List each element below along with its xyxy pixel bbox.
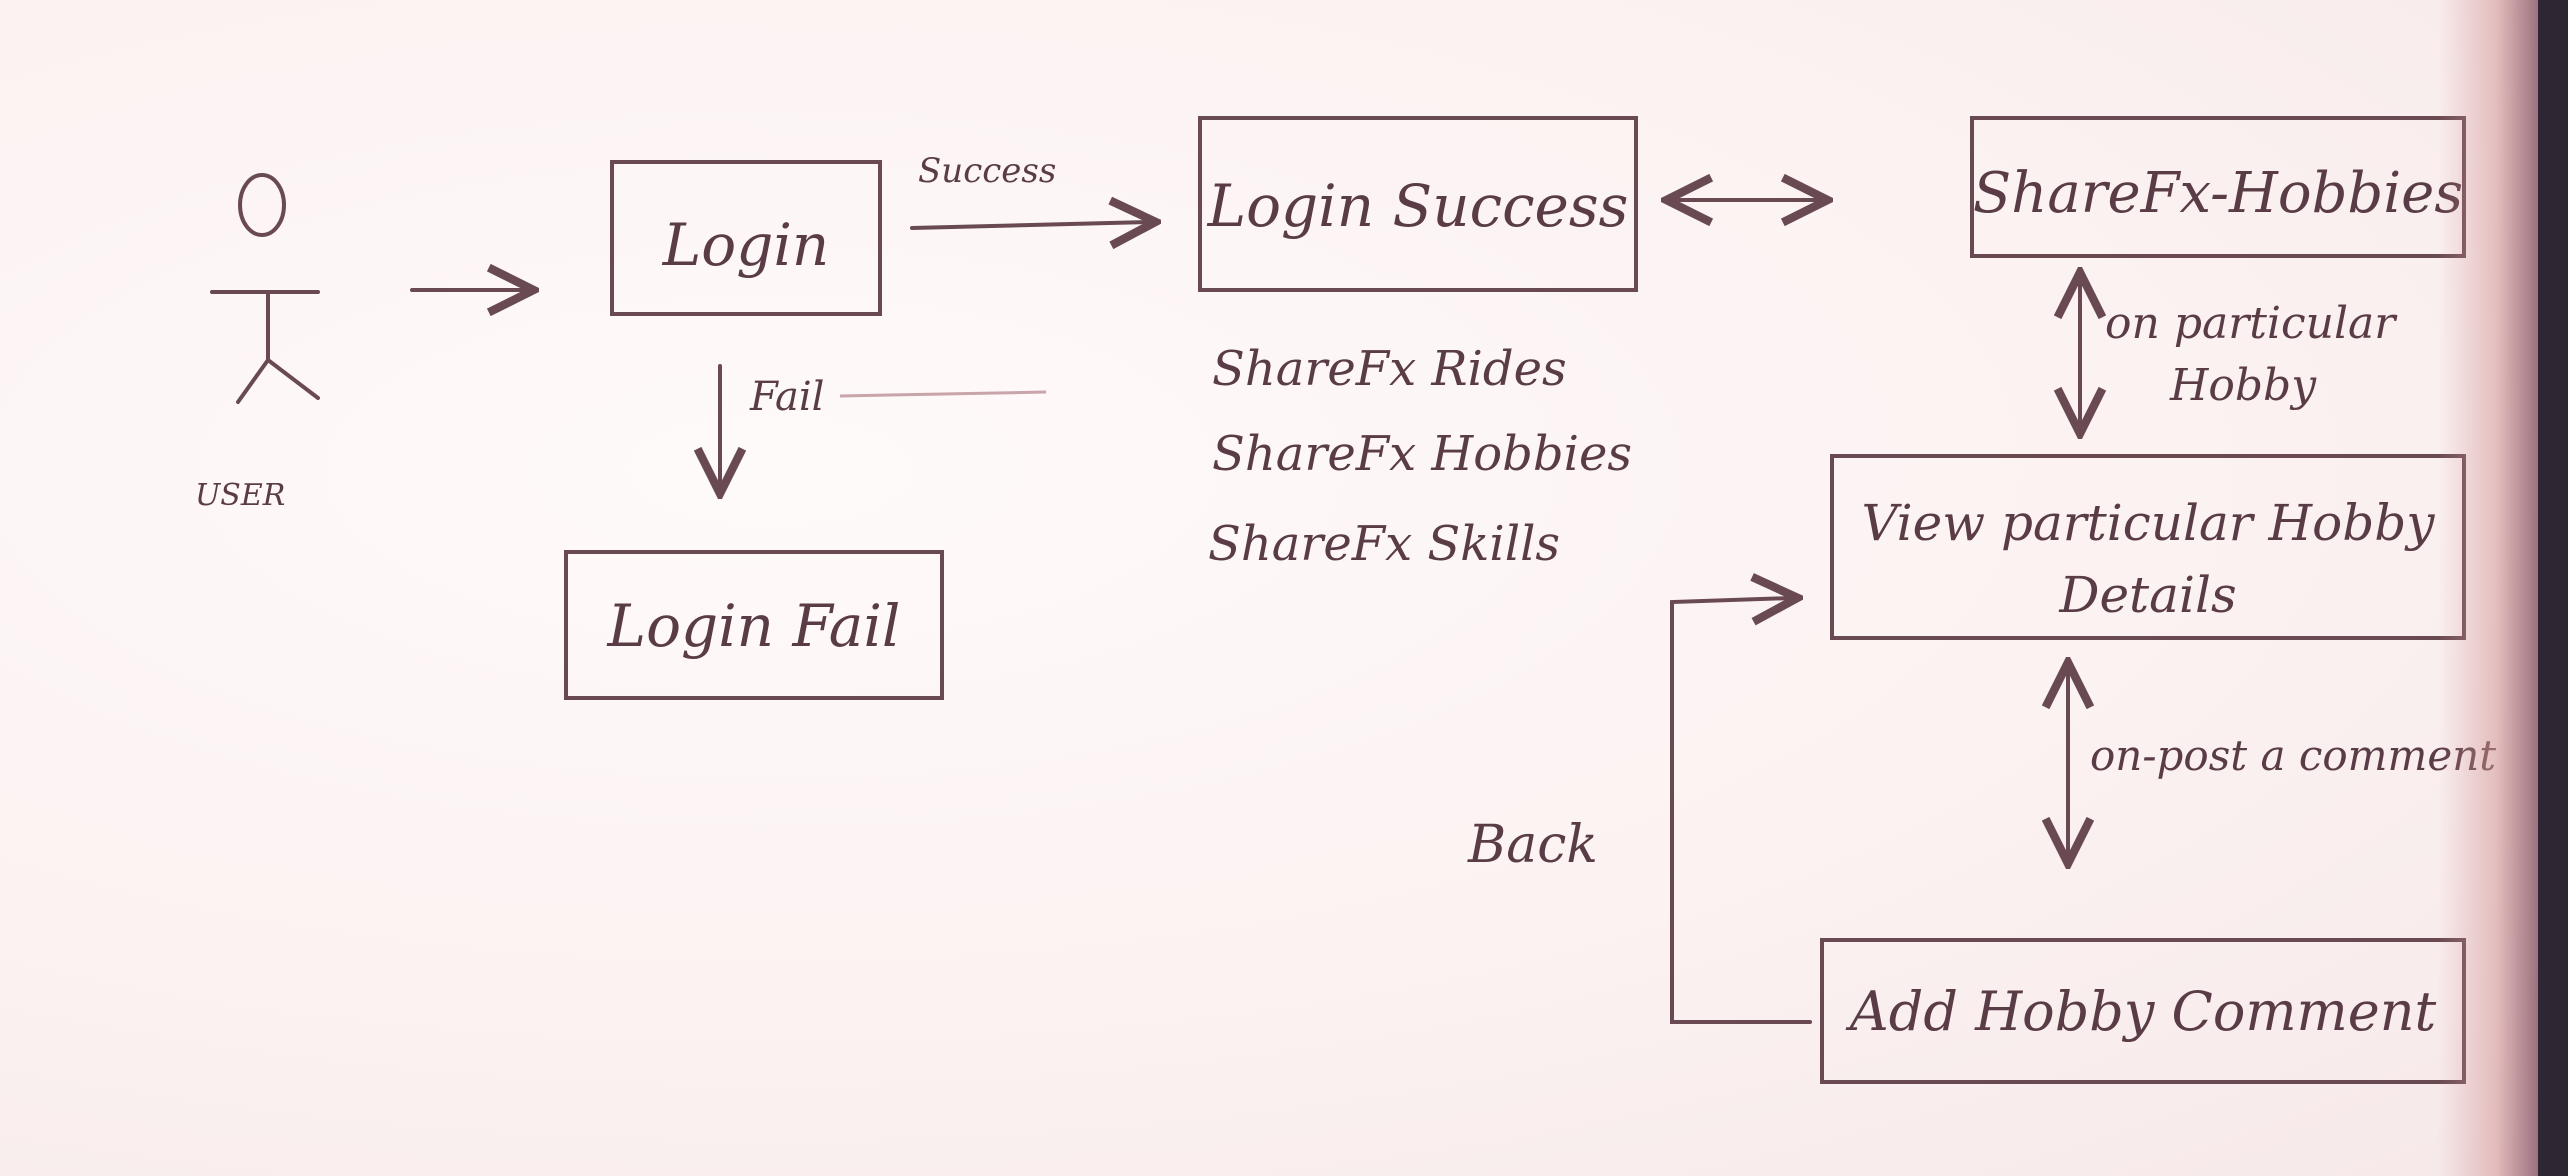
- actor-left-leg: [236, 358, 270, 404]
- page-edge: [2538, 0, 2568, 1176]
- arrow-login-to-success: [910, 222, 1150, 228]
- login-success-box: [1198, 116, 1638, 292]
- menu-item-rides: ShareFx Rides: [1212, 341, 1567, 397]
- user-actor: USER: [195, 173, 320, 513]
- back-edge-label: Back: [1467, 815, 1598, 875]
- actor-label: USER: [195, 478, 285, 513]
- login-box: [610, 160, 882, 316]
- login-success-label: Login Success: [1207, 172, 1629, 240]
- on-post-comment-label: on-post a comment: [2090, 731, 2496, 780]
- add-hobby-comment-label: Add Hobby Comment: [1845, 980, 2437, 1043]
- success-edge-label: Success: [918, 151, 1056, 191]
- fail-edge-label: Fail: [749, 374, 824, 420]
- view-hobby-details-label-1: View particular Hobby: [1861, 494, 2435, 552]
- on-particular-label-2: Hobby: [2169, 360, 2317, 411]
- login-fail-box: [564, 550, 944, 700]
- node-view-hobby-details: View particular Hobby Details: [1830, 454, 2466, 640]
- view-hobby-details-label-2: Details: [2058, 566, 2236, 624]
- faint-pencil-mark: [839, 390, 1047, 398]
- node-add-hobby-comment: Add Hobby Comment: [1820, 938, 2466, 1084]
- login-fail-label: Login Fail: [607, 592, 901, 660]
- sharefx-menu: ShareFx Rides ShareFx Hobbies ShareFx Sk…: [1208, 341, 1632, 572]
- on-particular-label-1: on particular: [2105, 298, 2398, 349]
- actor-head: [238, 173, 286, 237]
- node-login: Login: [610, 160, 882, 316]
- sharefx-hobbies-label: ShareFx-Hobbies: [1973, 161, 2463, 226]
- node-sharefx-hobbies: ShareFx-Hobbies: [1970, 116, 2466, 258]
- actor-right-leg: [266, 358, 320, 400]
- node-login-fail: Login Fail: [564, 550, 944, 700]
- menu-item-hobbies: ShareFx Hobbies: [1212, 426, 1632, 482]
- menu-item-skills: ShareFx Skills: [1208, 516, 1560, 572]
- arrow-back-loop: [1670, 598, 1812, 1024]
- login-label: Login: [662, 211, 829, 279]
- node-login-success: Login Success: [1198, 116, 1638, 292]
